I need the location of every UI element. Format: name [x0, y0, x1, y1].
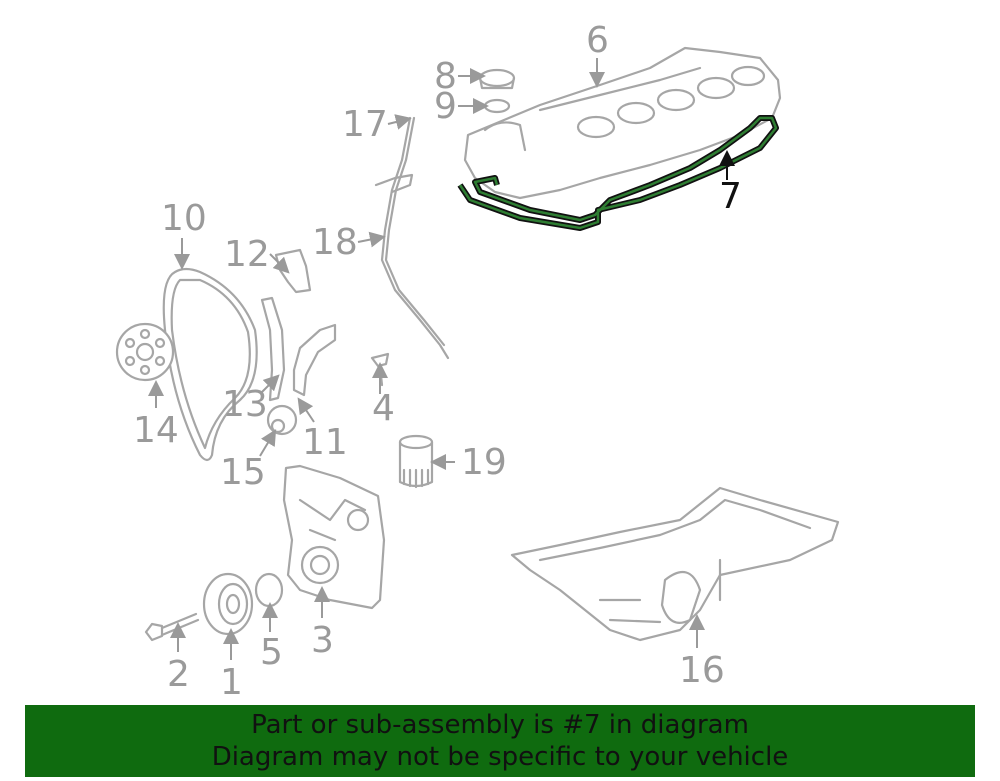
crankshaft-pulley-part[interactable] [202, 572, 254, 636]
callout-17: 17 [342, 104, 388, 145]
callout-7: 7 [719, 176, 742, 217]
banner-line-disclaimer: Diagram may not be specific to your vehi… [211, 742, 789, 772]
valve-cover-gasket-part[interactable] [457, 115, 779, 231]
callout-9: 9 [434, 86, 457, 127]
callout-2: 2 [167, 654, 190, 695]
cap-seal-part[interactable] [483, 98, 511, 114]
callout-13: 13 [222, 384, 268, 425]
oil-filler-cap-part[interactable] [478, 68, 516, 90]
callout-5: 5 [260, 632, 283, 673]
front-seal-part[interactable] [254, 572, 284, 608]
oil-pan-part[interactable] [510, 486, 840, 642]
valve-cover-part[interactable] [463, 46, 782, 200]
front-cover-part[interactable] [282, 464, 386, 610]
callout-3: 3 [311, 620, 334, 661]
engine-parts-diagram: 6 7 8 9 17 18 10 12 14 13 11 15 4 19 3 1… [115, 20, 840, 700]
callout-10: 10 [161, 198, 207, 239]
callout-8: 8 [434, 56, 457, 97]
camshaft-sprocket-part[interactable] [115, 322, 175, 382]
callout-11: 11 [302, 422, 348, 463]
banner-line-part-number: Part or sub-assembly is #7 in diagram [251, 710, 749, 740]
leader-lines [148, 58, 735, 660]
crankshaft-sprocket-part[interactable] [266, 404, 298, 436]
chain-guide-part[interactable] [260, 296, 286, 402]
callout-1: 1 [220, 662, 243, 700]
callout-18: 18 [312, 222, 358, 263]
dipstick-part[interactable] [374, 116, 450, 360]
callout-labels: 6 7 8 9 17 18 10 12 14 13 11 15 4 19 3 1… [133, 20, 742, 700]
callout-6: 6 [586, 20, 609, 61]
callout-19: 19 [461, 442, 507, 483]
tensioner-guide-part[interactable] [292, 323, 337, 397]
part-info-banner: Part or sub-assembly is #7 in diagram Di… [25, 705, 975, 777]
chain-tensioner-part[interactable] [274, 248, 312, 294]
callout-12: 12 [224, 234, 270, 275]
callout-4: 4 [372, 388, 395, 429]
pulley-bolt-part[interactable] [144, 612, 200, 642]
callout-15: 15 [220, 452, 266, 493]
oil-filter-part[interactable] [398, 434, 434, 489]
callout-16: 16 [679, 650, 725, 691]
callout-14: 14 [133, 410, 179, 451]
